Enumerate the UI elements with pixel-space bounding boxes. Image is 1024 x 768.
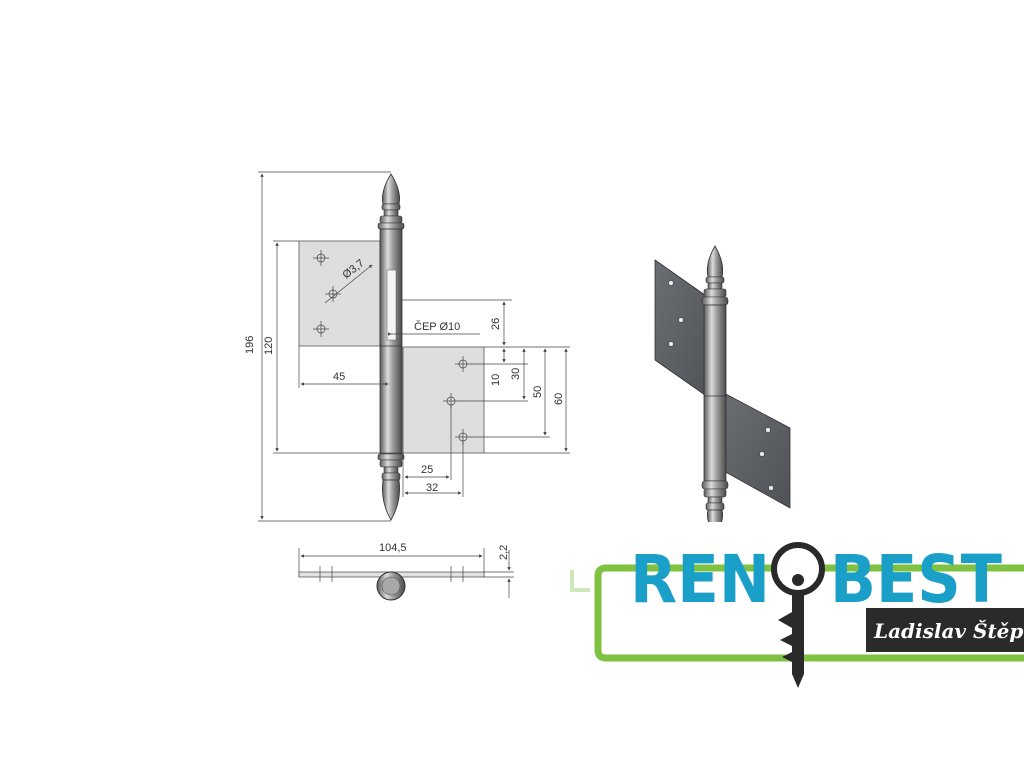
dim-25: 25 — [421, 464, 433, 476]
renobest-logo: REN BEST Ladislav Štěpán — [570, 522, 1024, 702]
dim-total-height: 196 — [244, 336, 256, 354]
front-view: 196 120 45 Ø3,7 ČEP Ø10 26 10 30 50 60 2… — [244, 171, 570, 522]
right-leaf — [402, 346, 485, 454]
dim-leaf-height: 120 — [263, 337, 275, 355]
dim-overall-width: 104,5 — [379, 542, 407, 554]
top-view: 104,5 2,2 — [298, 542, 514, 601]
dim-leaf-width: 45 — [333, 371, 345, 383]
dim-10: 10 — [490, 374, 502, 386]
left-leaf-holes — [313, 250, 373, 337]
dim-thickness: 2,2 — [498, 545, 510, 560]
dim-50: 50 — [532, 386, 544, 398]
logo-green-frame — [594, 564, 1024, 662]
key-icon — [771, 542, 825, 688]
dim-30: 30 — [510, 368, 522, 380]
dim-26: 26 — [490, 318, 502, 330]
logo-owner-bar — [866, 608, 1024, 652]
left-leaf — [298, 240, 381, 347]
dimension-lines — [258, 171, 570, 522]
logo-text-ren: REN — [630, 541, 770, 618]
dim-60: 60 — [553, 393, 565, 405]
logo-owner-name: Ladislav Štěpán — [873, 618, 1024, 643]
dim-32: 32 — [426, 482, 438, 494]
dim-pin: ČEP Ø10 — [414, 320, 460, 333]
hinge-3d-render — [654, 245, 791, 534]
hinge-pin — [377, 173, 405, 521]
logo-text-best: BEST — [830, 541, 1002, 618]
